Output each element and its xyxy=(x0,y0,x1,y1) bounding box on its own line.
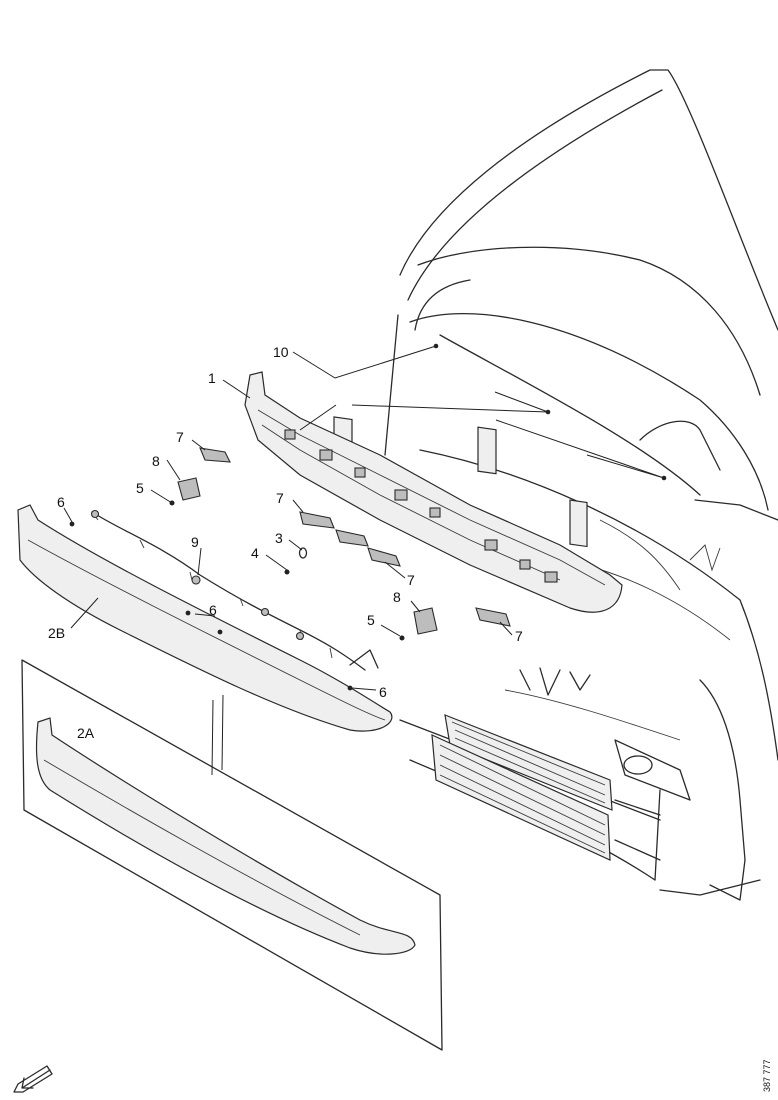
callout-6: 6 xyxy=(209,602,217,618)
part-2b-lower-visor xyxy=(17,504,393,732)
callouts: 10 1 7 8 5 7 6 3 9 4 7 8 6 5 2B 7 6 2A xyxy=(48,344,523,741)
mounting-points xyxy=(433,343,667,481)
callout-1: 1 xyxy=(208,370,216,386)
arrow-down-left-icon xyxy=(13,1065,53,1093)
callout-8: 8 xyxy=(393,589,401,605)
callout-7: 7 xyxy=(407,572,415,588)
callout-2a: 2A xyxy=(77,725,95,741)
callout-6: 6 xyxy=(379,684,387,700)
callout-10: 10 xyxy=(273,344,289,360)
callout-5: 5 xyxy=(136,480,144,496)
part-8-sockets xyxy=(177,477,438,635)
part-9-wiring-harness xyxy=(90,509,379,671)
callout-8: 8 xyxy=(152,453,160,469)
callout-4: 4 xyxy=(251,545,259,561)
callout-3: 3 xyxy=(275,530,283,546)
callout-5: 5 xyxy=(367,612,375,628)
reference-number: 387 777 xyxy=(762,1059,772,1092)
part-1-visor-bracket xyxy=(244,371,623,613)
callout-7: 7 xyxy=(176,429,184,445)
callout-9: 9 xyxy=(191,534,199,550)
part-7-lamps xyxy=(199,447,511,627)
callout-7: 7 xyxy=(515,628,523,644)
callout-6: 6 xyxy=(57,494,65,510)
truck-cab xyxy=(384,69,778,901)
callout-2b: 2B xyxy=(48,625,65,641)
leader-lines xyxy=(63,345,665,776)
callout-7: 7 xyxy=(276,490,284,506)
part-2a-alternative-panel xyxy=(21,659,443,1051)
